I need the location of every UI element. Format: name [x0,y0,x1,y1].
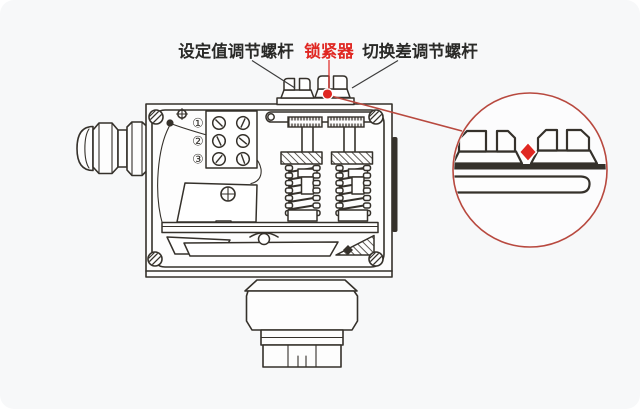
relay-crosshair-icon [220,186,236,202]
push-rods [301,126,356,153]
gland-hex-outer [92,122,119,175]
corner-screw-icon [147,251,163,267]
detail-circle [452,92,608,248]
label-set-point-screw: 设定值调节螺杆 [178,41,294,61]
gland-hex-inner [126,121,149,177]
leader-line-differential [351,59,399,89]
ground-crosshair-icon [175,107,189,121]
detail-set-point-screw [454,129,524,165]
cable-gland [76,121,149,177]
switch-bracket [265,111,375,153]
indicator-diamond [343,245,353,255]
wiring [157,107,262,227]
detail-red-diamond [518,141,538,163]
wire-left [157,124,171,227]
terminal-block: ① ② ③ [192,110,258,169]
corner-screw-icon [368,109,384,125]
lever-mechanism [161,221,379,257]
sensor-neck [244,279,358,292]
detail-lower-plate [454,175,591,194]
callout-labels: 设定值调节螺杆 锁紧器 切换差调节螺杆 [178,41,478,89]
wire-right [171,123,262,185]
terminal-number-1: ① [192,117,204,132]
sensor-barrel [245,290,359,331]
enclosure-inner-frame [151,109,385,268]
locker-red-dot [321,88,334,100]
lever-plate [183,241,339,257]
corner-screw-icon [148,109,164,125]
relay-block [176,182,258,229]
pivot-hole [257,232,271,246]
label-differential-screw: 切换差调节螺杆 [362,41,478,61]
detail-connector-line [332,95,463,132]
set-point-screw-head [280,77,315,99]
detail-view [332,92,608,248]
sensor-hex-nut [262,344,342,368]
leader-line-set-point [251,59,296,89]
terminal-number-2: ② [192,135,204,150]
enclosure-hinge-bar [392,137,398,232]
detail-differential-screw [529,128,599,165]
terminal-number-3: ③ [192,153,204,168]
wire-junction-dot [166,119,174,127]
bracket-hole [267,113,275,121]
gland-collar [117,129,128,168]
detail-base-plate [454,164,606,170]
pressure-sensor-body [244,279,359,368]
corner-screw-icon [368,251,384,267]
top-screws [276,75,355,106]
label-locker: 锁紧器 [304,41,354,61]
